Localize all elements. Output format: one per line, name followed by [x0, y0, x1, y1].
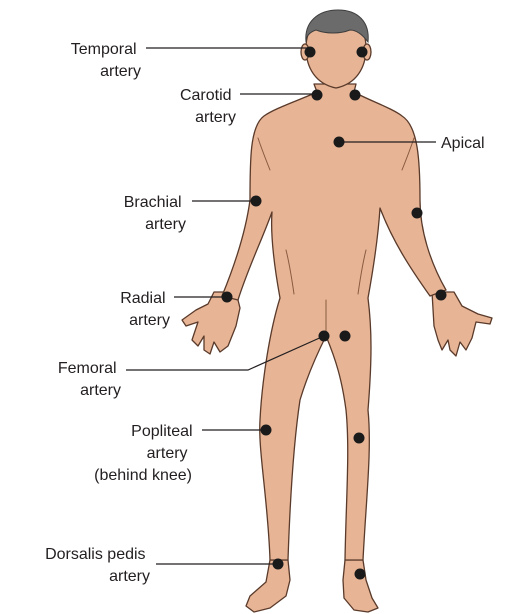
temporal-label: Temporal artery [71, 41, 141, 80]
temporal-dot-right [305, 47, 316, 58]
torso-and-limbs [222, 84, 446, 560]
radial-dot-left [436, 290, 447, 301]
popliteal-dot-right [261, 425, 272, 436]
dorsalis-pedis-dot-right [273, 559, 284, 570]
temporal-dot-left [357, 47, 368, 58]
brachial-dot-right [251, 196, 262, 207]
radial-dot-right [222, 292, 233, 303]
dorsalis-pedis-dot-left [355, 569, 366, 580]
brachial-dot-left [412, 208, 423, 219]
popliteal-label: Popliteal artery (behind knee) [94, 423, 197, 484]
apical-dot [334, 137, 345, 148]
femoral-label: Femoral artery [58, 360, 121, 399]
left-hand [432, 292, 492, 356]
apical-label: Apical [441, 135, 485, 152]
femoral-dot-left [340, 331, 351, 342]
right-foot [246, 560, 290, 612]
right-hand [182, 292, 240, 354]
carotid-dot-right [312, 90, 323, 101]
carotid-label: Carotid artery [180, 87, 236, 126]
left-foot [343, 560, 378, 612]
femoral-dot-right [319, 331, 330, 342]
dorsalis-pedis-label: Dorsalis pedis artery [45, 546, 150, 585]
brachial-label: Brachial artery [124, 194, 186, 233]
carotid-dot-left [350, 90, 361, 101]
popliteal-dot-left [354, 433, 365, 444]
radial-label: Radial artery [120, 290, 170, 329]
